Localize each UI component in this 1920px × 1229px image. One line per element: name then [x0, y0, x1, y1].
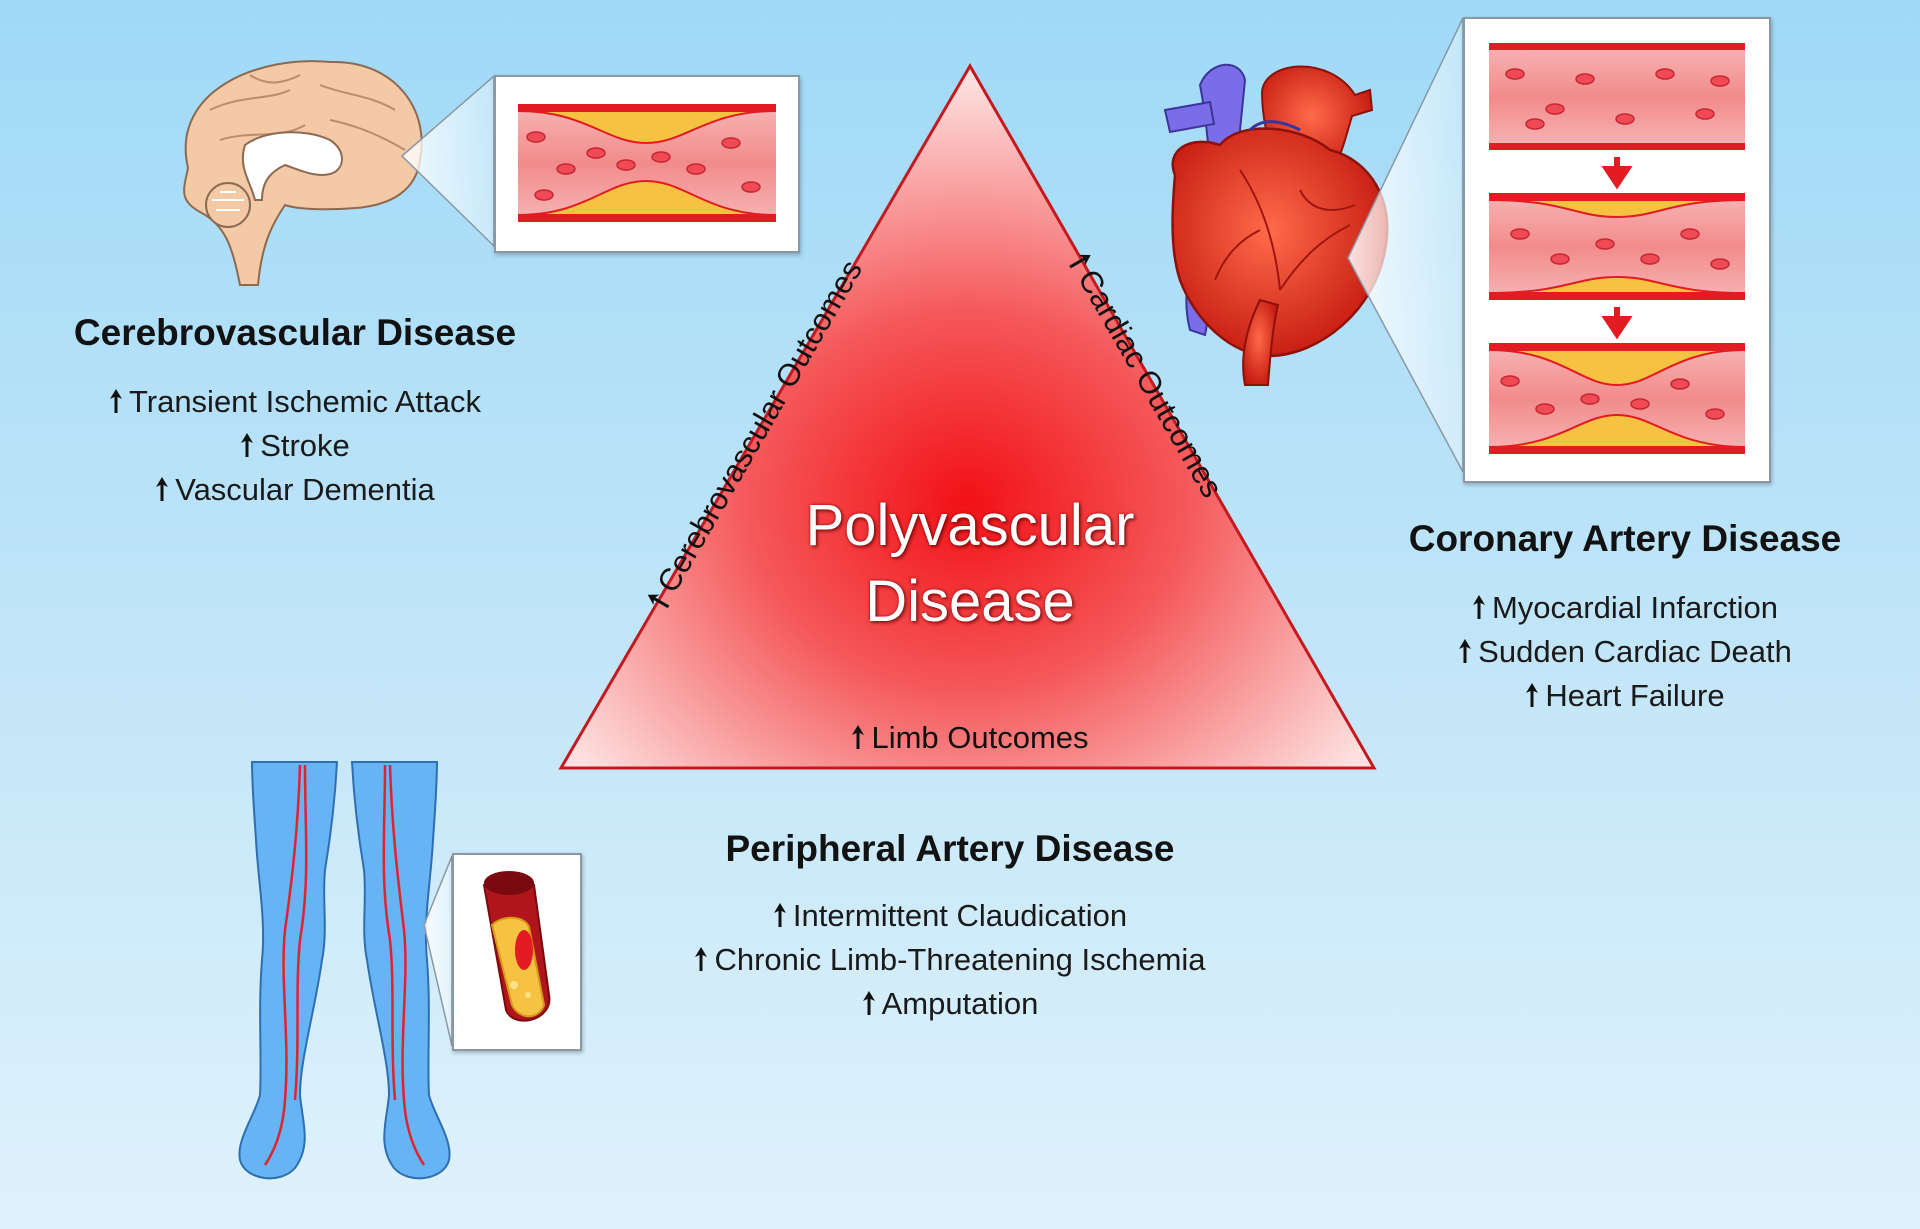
up-arrow-icon [862, 991, 875, 1015]
list-item: Stroke [40, 424, 550, 468]
peripheral-list: Intermittent Claudication Chronic Limb-T… [620, 894, 1280, 1026]
brain-icon [183, 60, 423, 286]
up-arrow-icon [1069, 254, 1091, 269]
list-item: Chronic Limb-Threatening Ischemia [620, 938, 1280, 982]
brain-callout [400, 74, 495, 248]
plaque-vessel-icon [482, 871, 551, 1022]
progressive-stenosis-icon [1488, 43, 1746, 454]
list-item: Amputation [620, 982, 1280, 1026]
up-arrow-icon [109, 389, 122, 413]
up-arrow-icon [773, 903, 786, 927]
list-item: Intermittent Claudication [620, 894, 1280, 938]
up-arrow-icon [156, 477, 169, 501]
list-item: Myocardial Infarction [1370, 586, 1880, 630]
legs-icon [238, 761, 451, 1180]
polyvascular-triangle [558, 63, 1377, 770]
peripheral-title: Peripheral Artery Disease [725, 828, 1175, 869]
narrowed-artery-icon [517, 104, 777, 222]
up-arrow-icon [241, 433, 254, 457]
center-title: Polyvascular Disease [770, 488, 1170, 640]
center-title-line1: Polyvascular [805, 493, 1135, 558]
list-item: Heart Failure [1370, 674, 1880, 718]
up-arrow-icon [695, 947, 708, 971]
cerebrovascular-list: Transient Ischemic Attack Stroke Vascula… [40, 380, 550, 512]
heart-callout [1347, 17, 1464, 473]
coronary-title: Coronary Artery Disease [1408, 518, 1842, 559]
cerebrovascular-title: Cerebrovascular Disease [73, 312, 517, 353]
list-item: Sudden Cardiac Death [1370, 630, 1880, 674]
coronary-artery-inset [1463, 17, 1771, 483]
center-title-line2: Disease [865, 569, 1075, 634]
heart-icon [1163, 63, 1389, 386]
cerebral-artery-inset [494, 75, 800, 253]
up-arrow-icon [1472, 595, 1485, 619]
edge-label-limb: Limb Outcomes [770, 720, 1170, 756]
peripheral-artery-inset [452, 853, 582, 1051]
coronary-list: Myocardial Infarction Sudden Cardiac Dea… [1370, 586, 1880, 718]
up-arrow-icon [647, 594, 670, 608]
up-arrow-icon [1526, 683, 1539, 707]
list-item: Vascular Dementia [40, 468, 550, 512]
up-arrow-icon [852, 725, 865, 749]
list-item: Transient Ischemic Attack [40, 380, 550, 424]
up-arrow-icon [1459, 639, 1472, 663]
